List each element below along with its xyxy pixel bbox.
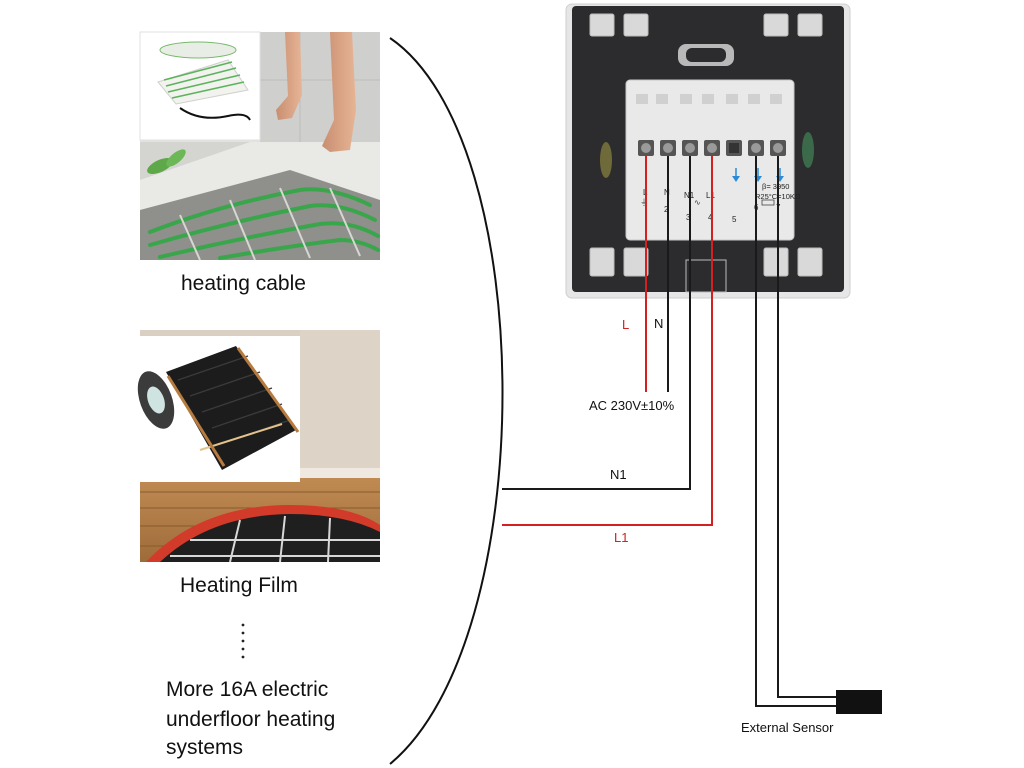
more-systems-line-2: underfloor heating [166,708,335,731]
thermostat-back: ⏚ ∿ [565,3,851,299]
external-sensor-label: External Sensor [741,720,834,735]
terminal-2-number: 2 [664,205,669,214]
wire-label-l1: L1 [614,530,628,545]
terminal-4-number: 4 [708,213,713,222]
wire-sensor-b [777,156,836,698]
terminal-5-number: 5 [732,215,737,224]
heating-film-photo [137,330,380,563]
more-systems-line-1: More 16A electric [166,678,328,701]
wires [502,156,836,707]
more-systems-line-3: systems [166,736,243,759]
more-ellipsis [241,623,245,659]
heating-cable-photo [139,31,380,261]
supply-voltage-label: AC 230V±10% [589,398,675,413]
wire-label-l: L [622,317,629,332]
wire-live-load [502,156,713,526]
svg-text:∿: ∿ [694,198,701,207]
sensor-beta-spec: β= 3950 [762,182,789,191]
heating-film-label: Heating Film [180,574,298,597]
wire-label-n: N [654,316,663,331]
svg-text:⏚: ⏚ [640,198,648,207]
wire-neutral-load [502,156,691,490]
terminal-4-name: L1 [706,191,715,200]
wire-sensor-a [755,156,836,707]
external-sensor-probe [836,690,882,714]
heating-cable-label: heating cable [181,272,306,295]
terminal-3-number: 3 [686,213,691,222]
terminal-screws [638,140,786,156]
grouping-bracket [389,37,504,765]
wire-label-n1: N1 [610,467,627,482]
